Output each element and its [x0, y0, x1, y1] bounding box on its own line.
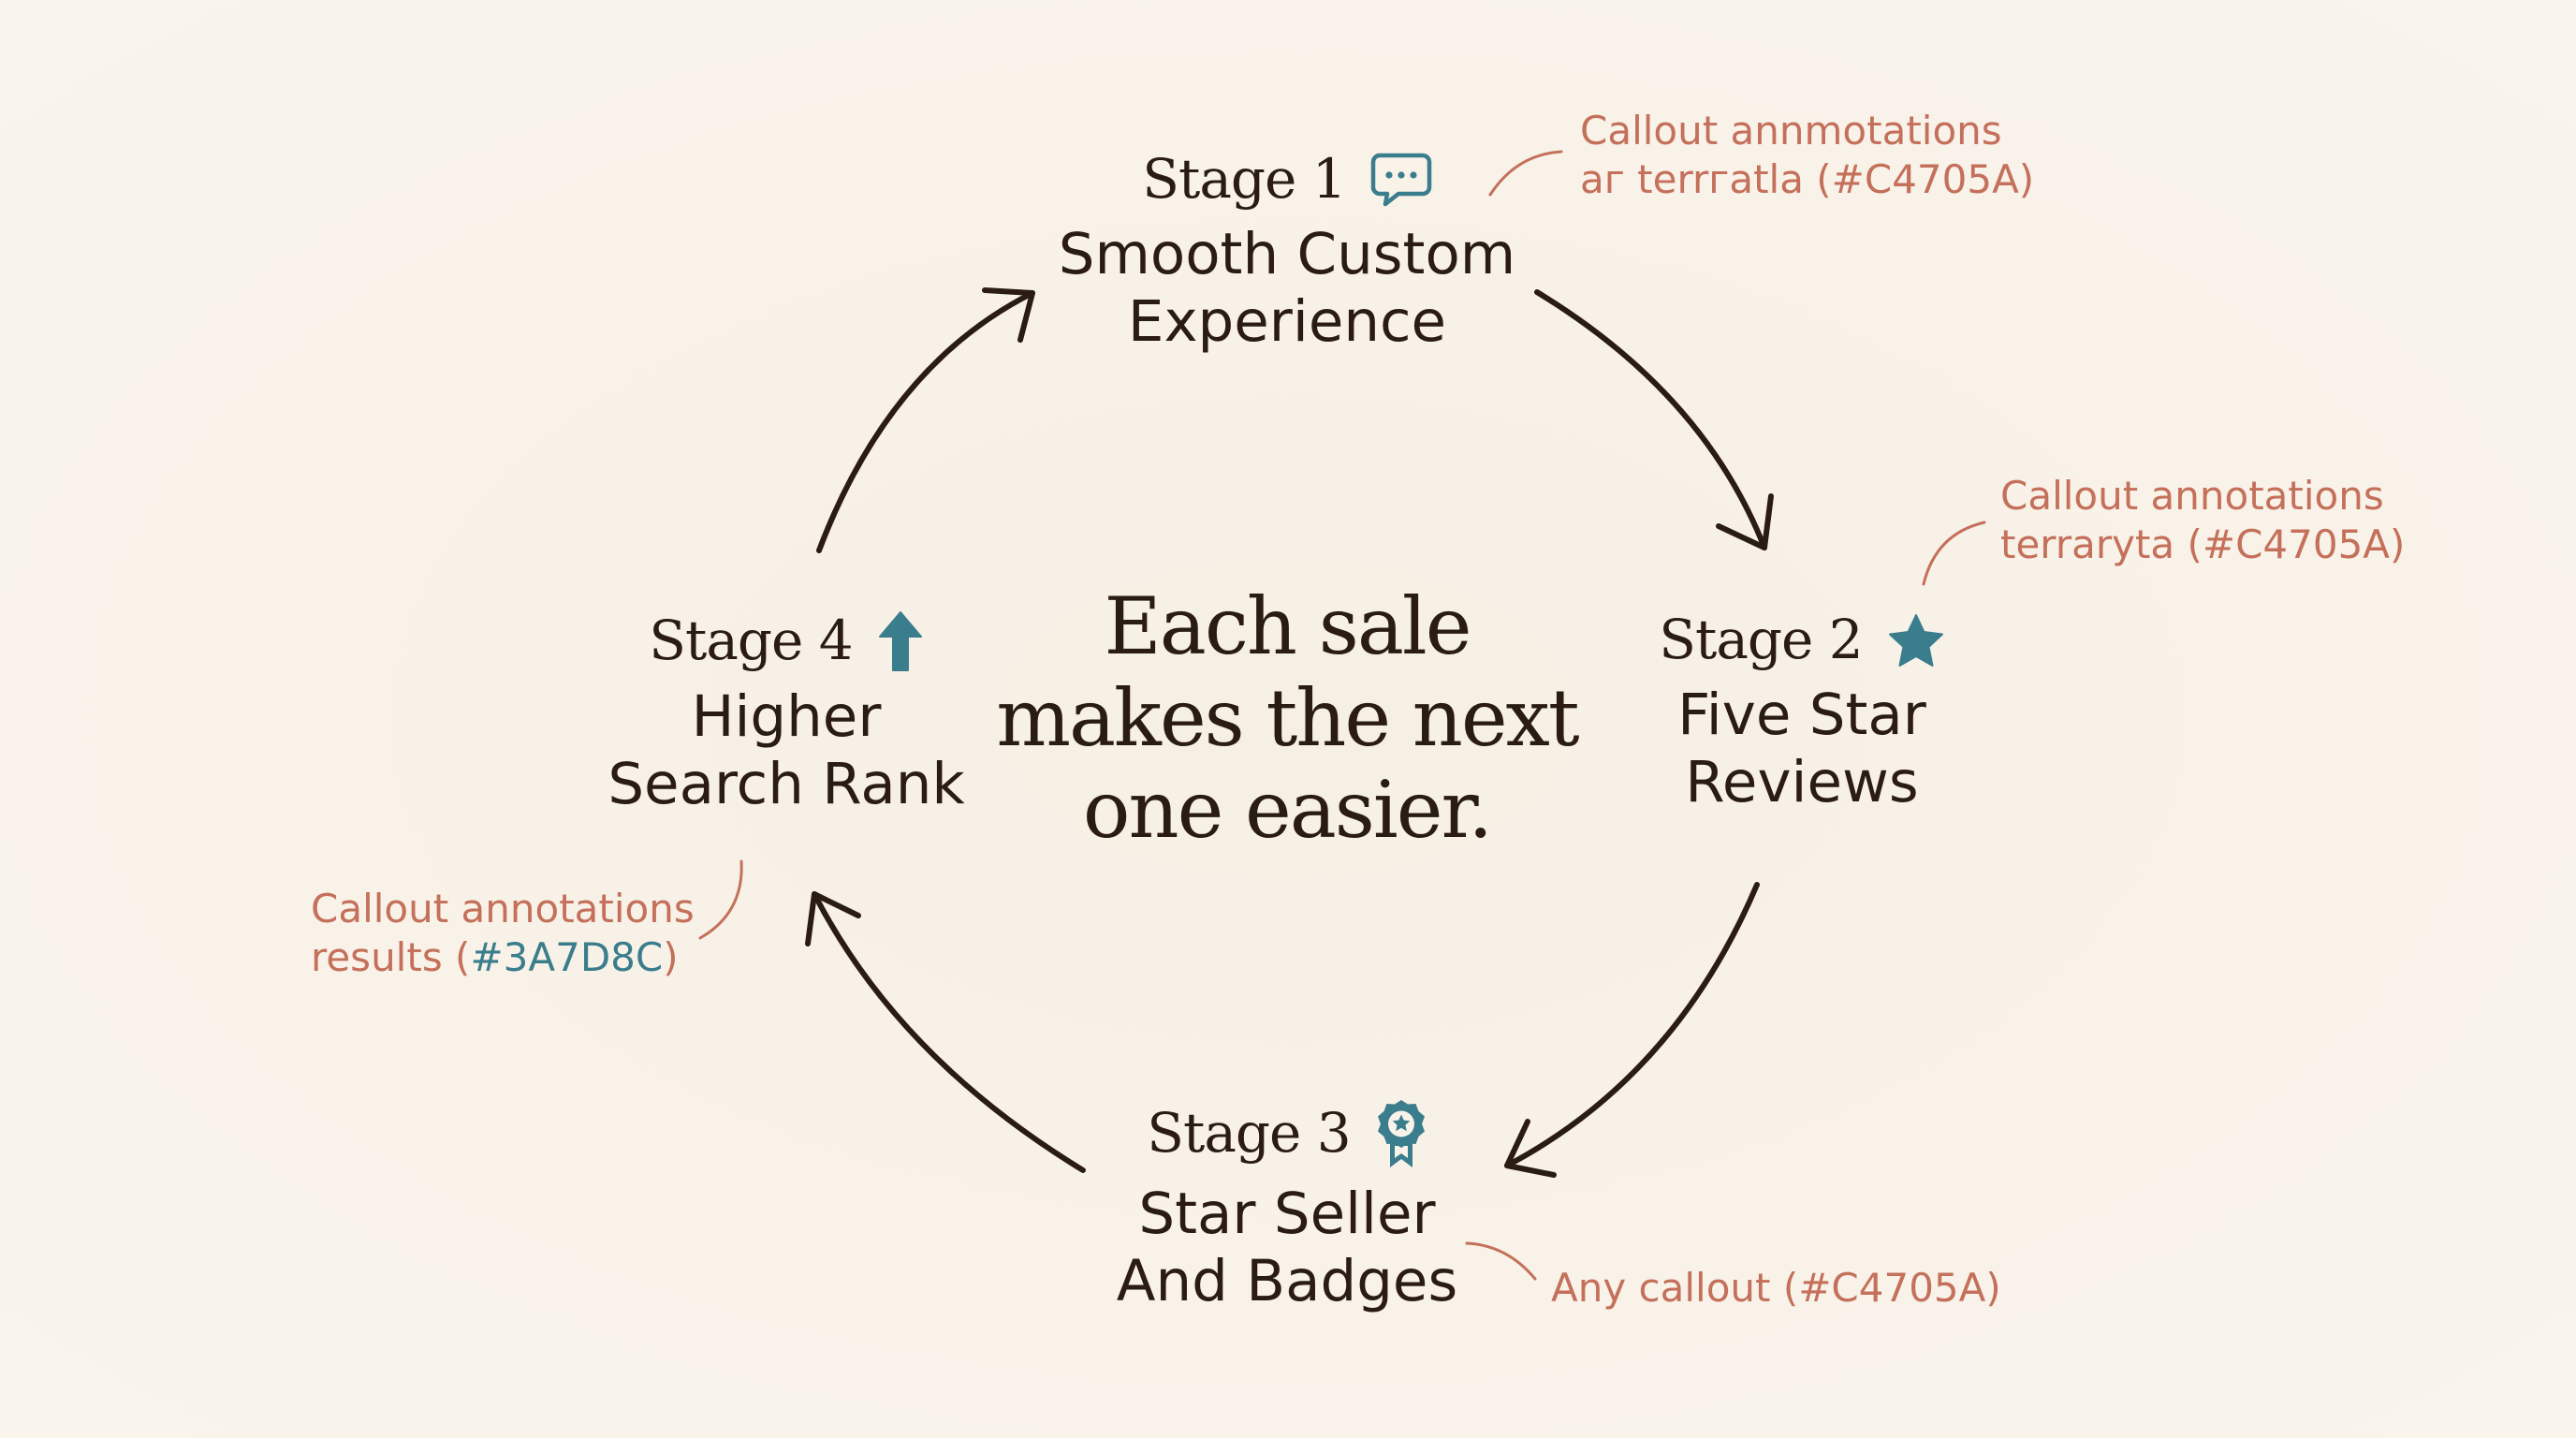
- center-line: Each sale: [1104, 580, 1471, 672]
- center-line: one easier.: [1082, 764, 1493, 856]
- stage-title-line: Higher: [691, 683, 882, 750]
- stage-4-node: Stage 4 Higher Search Rank: [524, 610, 1048, 818]
- stage-2-node: Stage 2 Five Star Reviews: [1544, 608, 2059, 816]
- color-code: #3A7D8C: [470, 934, 664, 980]
- stage-label: Stage 3: [1147, 1101, 1351, 1166]
- callout-text: results (: [311, 934, 471, 980]
- arrow-stage2-to-stage3: [1504, 882, 1760, 1168]
- arrowhead-stage3: [1504, 1119, 1557, 1178]
- stage-3-node: Stage 3 Star Seller And Badges: [1025, 1098, 1549, 1315]
- arrow-stage4-to-stage1: [816, 290, 1035, 553]
- arrowhead-stage2: [1716, 493, 1774, 550]
- callout-leader-stage1: [1488, 150, 1563, 197]
- callout-leader-stage3: [1465, 1241, 1537, 1281]
- arrowhead-stage1: [982, 287, 1035, 343]
- arrow-stage1-to-stage2: [1534, 289, 1767, 550]
- stage-title-line: Reviews: [1685, 748, 1919, 815]
- arrow-up-icon: [878, 611, 922, 671]
- stage-title-line: Search Rank: [607, 751, 965, 817]
- stage-title-line: Star Seller: [1138, 1181, 1436, 1247]
- stage-title-line: Experience: [1127, 287, 1447, 355]
- star-icon: [1888, 613, 1943, 667]
- callout-line: Any callout (#C4705A): [1551, 1265, 2001, 1311]
- center-message: Each sale makes the next one easier.: [983, 580, 1591, 856]
- callout-stage-2: Callout annotations terraryta (#C4705A): [2000, 472, 2405, 569]
- callout-line: results (#3A7D8C): [311, 933, 695, 982]
- stage-title-line: Smooth Custom: [1058, 220, 1516, 287]
- arrowhead-stage4: [805, 891, 861, 946]
- stage-label: Stage 4: [649, 609, 853, 673]
- arrow-stage3-to-stage4: [812, 891, 1086, 1173]
- callout-stage-4: Callout annotations results (#3A7D8C): [311, 885, 695, 982]
- callout-line: Callout annotations: [2000, 473, 2384, 519]
- stage-label: Stage 2: [1659, 608, 1863, 671]
- stage-1-node: Stage 1 Smooth Custom Experience: [997, 147, 1577, 356]
- stage-label: Stage 1: [1142, 147, 1346, 211]
- callout-stage-3: Any callout (#C4705A): [1551, 1264, 2001, 1313]
- callout-line: Callout annmotations: [1580, 108, 2002, 154]
- callout-line: аг terrгatla (#C4705A): [1580, 156, 2035, 202]
- callout-leader-stage4: [698, 859, 743, 940]
- callout-leader-stage2: [1922, 521, 1986, 586]
- award-badge-icon: [1377, 1100, 1425, 1167]
- callout-line: terraryta (#C4705A): [2000, 521, 2406, 567]
- stage-title-line: And Badges: [1116, 1248, 1458, 1314]
- speech-bubble-icon: [1370, 153, 1431, 207]
- center-line: makes the next: [996, 672, 1579, 764]
- callout-line: Callout annotations: [311, 886, 695, 932]
- stage-title-line: Five Star: [1677, 681, 1926, 748]
- callout-text: ): [663, 934, 679, 980]
- callout-stage-1: Callout annmotations аг terrгatla (#C470…: [1580, 107, 2034, 204]
